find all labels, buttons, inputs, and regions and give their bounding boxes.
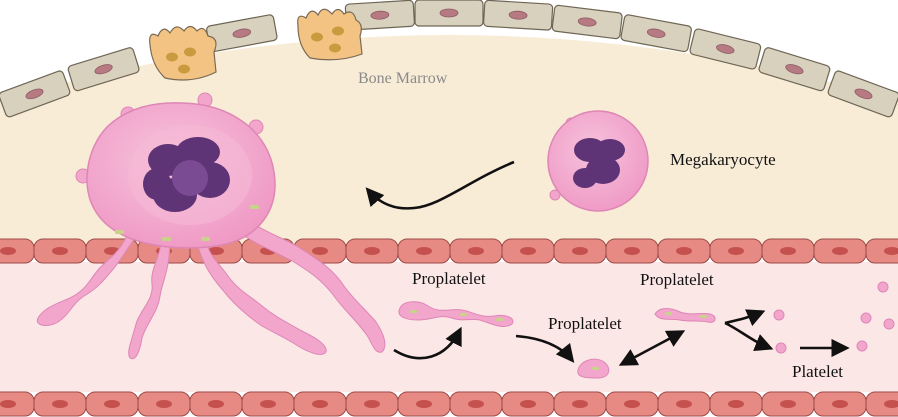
endothelial-cell (86, 392, 138, 416)
endothelial-cell (606, 239, 658, 263)
endothelial-cell (866, 392, 898, 416)
label-proplatelet: Proplatelet (640, 270, 714, 290)
platelet (884, 319, 894, 329)
platelet (861, 313, 871, 323)
endothelial-cell (554, 239, 606, 263)
endothelial-cell (138, 392, 190, 416)
endothelial-cell (658, 392, 710, 416)
endothelial-cell (502, 239, 554, 263)
endothelial-cell (242, 392, 294, 416)
endothelial-cell (34, 239, 86, 263)
endothelial-cell (346, 239, 398, 263)
osteoclast-cell (298, 9, 362, 60)
endothelial-cell (866, 239, 898, 263)
label-proplatelet: Proplatelet (548, 314, 622, 334)
endothelial-cell (0, 392, 34, 416)
endothelial-cell (450, 239, 502, 263)
platelet (878, 282, 888, 292)
bone-lining-cell (552, 5, 623, 39)
osteoclast-cell (150, 27, 216, 81)
endothelial-cell (814, 239, 866, 263)
endothelial-cell (0, 239, 34, 263)
bone-lining-cell (483, 0, 552, 30)
endothelial-cell (190, 392, 242, 416)
endothelial-cell (346, 392, 398, 416)
endothelial-cell (34, 392, 86, 416)
endothelial-cell (710, 239, 762, 263)
megakaryocyte-small (548, 111, 648, 211)
endothelial-cell (762, 392, 814, 416)
endothelial-cell (294, 392, 346, 416)
endothelial-cell (398, 239, 450, 263)
endothelial-cell (606, 392, 658, 416)
endothelial-cell (814, 392, 866, 416)
endothelial-cell (502, 392, 554, 416)
endothelial-cell (658, 239, 710, 263)
platelet (774, 310, 784, 320)
label-proplatelet: Proplatelet (412, 269, 486, 289)
endothelial-cell (710, 392, 762, 416)
label-platelet: Platelet (792, 362, 843, 382)
endothelial-cell (450, 392, 502, 416)
label-megakaryocyte: Megakaryocyte (670, 150, 776, 170)
platelet (857, 341, 867, 351)
endothelium-bottom (0, 392, 898, 416)
endothelial-cell (398, 392, 450, 416)
endothelial-cell (554, 392, 606, 416)
endothelial-cell (762, 239, 814, 263)
label-bone-marrow: Bone Marrow (358, 70, 447, 88)
bone-lining-cell (415, 0, 483, 26)
platelet (776, 343, 786, 353)
